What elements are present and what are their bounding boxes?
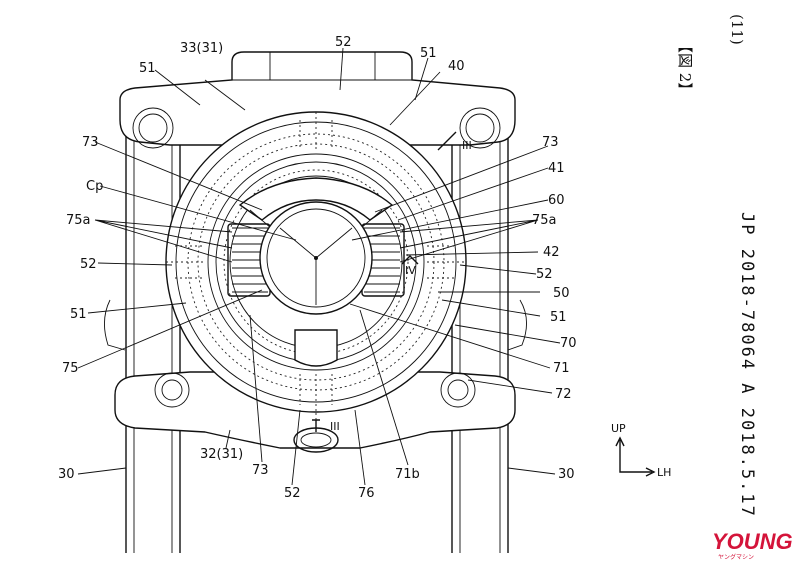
- label-70: 70: [560, 336, 577, 351]
- label-51-top-left: 51: [139, 61, 156, 76]
- label-71: 71: [553, 361, 570, 376]
- label-section-iii-bottom: III: [330, 420, 340, 433]
- label-75: 75: [62, 361, 79, 376]
- label-72: 72: [555, 387, 572, 402]
- label-50: 50: [553, 286, 570, 301]
- label-41: 41: [548, 161, 565, 176]
- label-51-left: 51: [70, 307, 87, 322]
- figure-title: 【図 2】: [676, 38, 694, 97]
- label-32-31: 32(31): [200, 447, 243, 462]
- label-30-left: 30: [58, 467, 75, 482]
- label-73-left: 73: [82, 135, 99, 150]
- watermark-logo: YOUNG: [712, 529, 793, 554]
- label-cp: Cp: [86, 179, 103, 194]
- label-51-top-right: 51: [420, 46, 437, 61]
- label-52-bottom: 52: [284, 486, 301, 501]
- label-section-iii-top: III: [462, 139, 472, 152]
- label-33-31: 33(31): [180, 41, 223, 56]
- label-76: 76: [358, 486, 375, 501]
- page-number: (11): [728, 14, 746, 45]
- label-52-top: 52: [335, 35, 352, 50]
- label-75a-left: 75a: [66, 213, 91, 228]
- publication-number: JP 2018-78064 A 2018.5.17: [737, 212, 757, 518]
- label-52-right: 52: [536, 267, 553, 282]
- label-40: 40: [448, 59, 465, 74]
- label-42: 42: [543, 245, 560, 260]
- watermark-logo-sub: ヤングマシン: [718, 553, 754, 561]
- label-60: 60: [548, 193, 565, 208]
- label-52-left: 52: [80, 257, 97, 272]
- label-71b: 71b: [395, 467, 420, 482]
- label-51-right: 51: [550, 310, 567, 325]
- label-section-iv: IV: [405, 264, 416, 277]
- direction-up-label: UP: [611, 422, 626, 435]
- label-30-right: 30: [558, 467, 575, 482]
- central-lens: [260, 202, 372, 314]
- left-fork-leg: [126, 128, 180, 553]
- orientation-indicator: [616, 438, 654, 476]
- direction-lh-label: LH: [657, 466, 671, 479]
- label-73-right: 73: [542, 135, 559, 150]
- label-73-bottom: 73: [252, 463, 269, 478]
- label-75a-right: 75a: [532, 213, 557, 228]
